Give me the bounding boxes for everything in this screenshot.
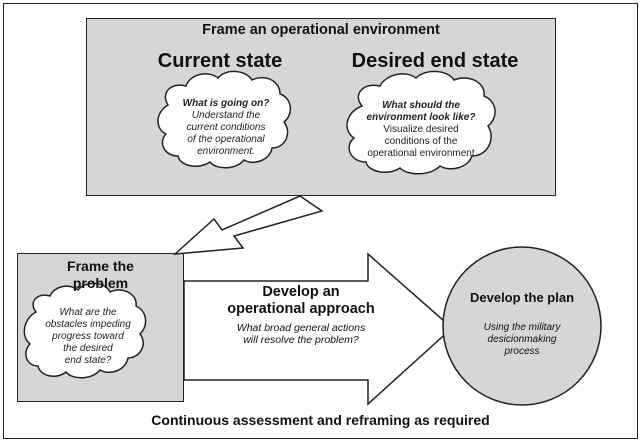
frame-problem-cloud [23,282,147,379]
current-state-cloud-text: What is going on? Understand the current… [170,98,282,158]
frame-environment-title: Frame an operational environment [202,22,440,38]
operational-approach-body-2: will resolve the problem? [243,334,359,346]
desired-end-state-body-1: Visualize desired [383,124,459,135]
current-state-heading: Current state [157,50,283,72]
frame-problem-title-line-1: Frame the [67,258,134,274]
desired-end-state-heading: Desired end state [351,50,519,72]
develop-plan-circle [442,246,602,406]
current-state-body-3: of the operational [187,134,265,145]
current-state-question: What is going on? [182,98,270,109]
desired-end-state-body-3: operational environment [367,148,475,159]
operational-approach-title-line-1: Develop an [262,284,340,300]
footer-caption: Continuous assessment and reframing as r… [151,412,490,428]
desired-end-state-question-1: What should the [382,100,460,111]
operational-approach-title-line-2: operational approach [227,301,375,317]
desired-end-state-cloud [346,70,496,175]
horizontal-arrow [183,252,454,406]
operational-approach-title: Develop an operational approach [196,284,406,318]
develop-plan-body-3: process [504,346,540,357]
desired-end-state-question-2: environment look like? [366,112,476,123]
current-state-body-4: environment. [197,146,255,157]
develop-plan-body: Using the military desicionmaking proces… [452,322,592,358]
operational-approach-body-1: What broad general actions [236,322,366,334]
frame-problem-body-5: end state? [64,355,112,366]
frame-problem-title: Frame the problem [17,258,184,292]
frame-problem-body-1: What are the [59,307,117,318]
frame-problem-cloud-text: What are the obstacles impeding progress… [30,307,146,367]
develop-plan-body-1: Using the military [483,322,561,333]
current-state-cloud [157,70,292,169]
desired-end-state-cloud-text: What should the environment look like? V… [352,100,490,160]
desired-end-state-body-2: conditions of the [384,136,458,147]
frame-problem-title-line-2: problem [72,275,129,291]
develop-plan-body-2: desicionmaking [487,334,557,345]
frame-problem-body-4: the desired [63,343,113,354]
current-state-body-2: current conditions [186,122,266,133]
frame-problem-body-3: progress toward [52,331,124,342]
diagonal-arrow [172,195,324,255]
frame-problem-body-2: obstacles impeding [45,319,131,330]
current-state-body-1: Understand the [191,110,261,121]
develop-plan-title: Develop the plan [469,290,575,305]
operational-approach-body: What broad general actions will resolve … [196,322,406,346]
